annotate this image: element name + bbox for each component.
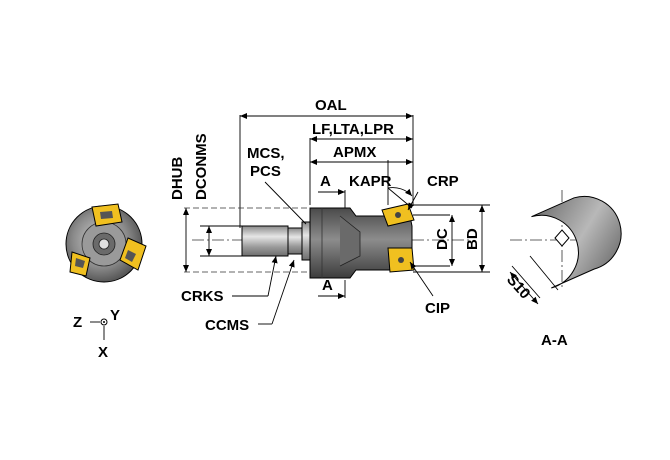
collar bbox=[287, 227, 303, 255]
label-mcs: MCS, bbox=[247, 145, 285, 162]
section-hole bbox=[554, 229, 570, 247]
section-shape bbox=[531, 195, 622, 289]
axis-z-label: Z bbox=[73, 314, 82, 331]
section-view: S10 A-A bbox=[503, 190, 622, 349]
label-pcs: PCS bbox=[250, 163, 281, 180]
extension-lines bbox=[184, 115, 490, 298]
label-crp: CRP bbox=[427, 173, 459, 190]
side-view bbox=[192, 203, 470, 279]
label-s10: S10 bbox=[503, 271, 534, 302]
label-section-a-a: A-A bbox=[541, 332, 568, 349]
label-bd: BD bbox=[464, 228, 481, 250]
coordinate-axes: Z Y X bbox=[73, 307, 120, 361]
label-dc: DC bbox=[434, 228, 451, 250]
label-ccms: CCMS bbox=[205, 317, 249, 334]
axis-y-label: Y bbox=[110, 307, 120, 324]
label-a-top: A bbox=[320, 173, 331, 190]
label-cip: CIP bbox=[425, 300, 450, 317]
shank bbox=[241, 225, 289, 257]
label-dconms: DCONMS bbox=[193, 133, 210, 200]
label-a-bottom: A bbox=[322, 277, 333, 294]
label-kapr: KAPR bbox=[349, 173, 392, 190]
label-oal: OAL bbox=[315, 97, 347, 114]
label-dhub: DHUB bbox=[169, 157, 186, 200]
label-crks: CRKS bbox=[181, 288, 224, 305]
leader-lines bbox=[232, 181, 434, 325]
dimension-lines bbox=[183, 113, 485, 299]
axis-x-label: X bbox=[98, 344, 108, 361]
label-apmx: APMX bbox=[333, 144, 376, 161]
end-view bbox=[65, 203, 147, 283]
label-lf-lta-lpr: LF,LTA,LPR bbox=[312, 121, 394, 138]
